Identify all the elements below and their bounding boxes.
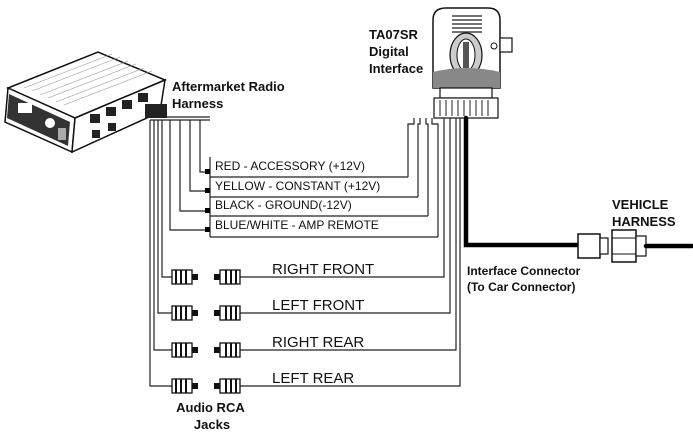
audio-wires-right (410, 118, 461, 387)
rca-plug-female-0 (214, 269, 241, 285)
rca-jacks-label: Audio RCA Jacks (176, 400, 248, 432)
interface-cable (463, 115, 581, 248)
audio-label-right-front: RIGHT FRONT (272, 261, 374, 278)
interface-connector (577, 233, 609, 259)
radio-harness-bundle (150, 116, 210, 121)
wire-label-black: BLACK - GROUND(-12V) (215, 198, 352, 212)
wire-label-yellow: YELLOW - CONSTANT (+12V) (215, 179, 380, 193)
radio-harness-label: Aftermarket Radio Harness (172, 79, 288, 111)
rca-plug-female-3 (214, 378, 241, 394)
audio-label-right-rear: RIGHT REAR (272, 334, 364, 351)
audio-label-left-rear: LEFT REAR (272, 370, 354, 387)
radio-head-unit (4, 51, 167, 154)
rca-jacks (171, 269, 241, 394)
power-wires-right (407, 118, 439, 237)
rca-plug-female-1 (214, 305, 241, 321)
rca-plug-male-3 (171, 378, 198, 394)
rca-plug-female-2 (214, 342, 241, 358)
audio-output-lines (240, 276, 410, 387)
ta07sr-interface-module (432, 7, 513, 119)
rca-plug-male-0 (171, 269, 198, 285)
interface-label: TA07SR Digital Interface (369, 27, 423, 76)
power-wire-panel (205, 157, 438, 238)
rca-plug-male-2 (171, 342, 198, 358)
audio-wires-left (149, 120, 172, 387)
rca-plug-male-1 (171, 305, 198, 321)
power-wires-left (169, 120, 210, 231)
vehicle-harness-label: VEHICLE HARNESS (612, 197, 676, 229)
audio-label-left-front: LEFT FRONT (272, 297, 364, 314)
wire-label-red: RED - ACCESSORY (+12V) (215, 159, 365, 173)
vehicle-harness-plug (611, 229, 647, 263)
wire-label-blue-white: BLUE/WHITE - AMP REMOTE (215, 218, 379, 232)
interface-connector-label: Interface Connector (To Car Connector) (467, 264, 584, 294)
